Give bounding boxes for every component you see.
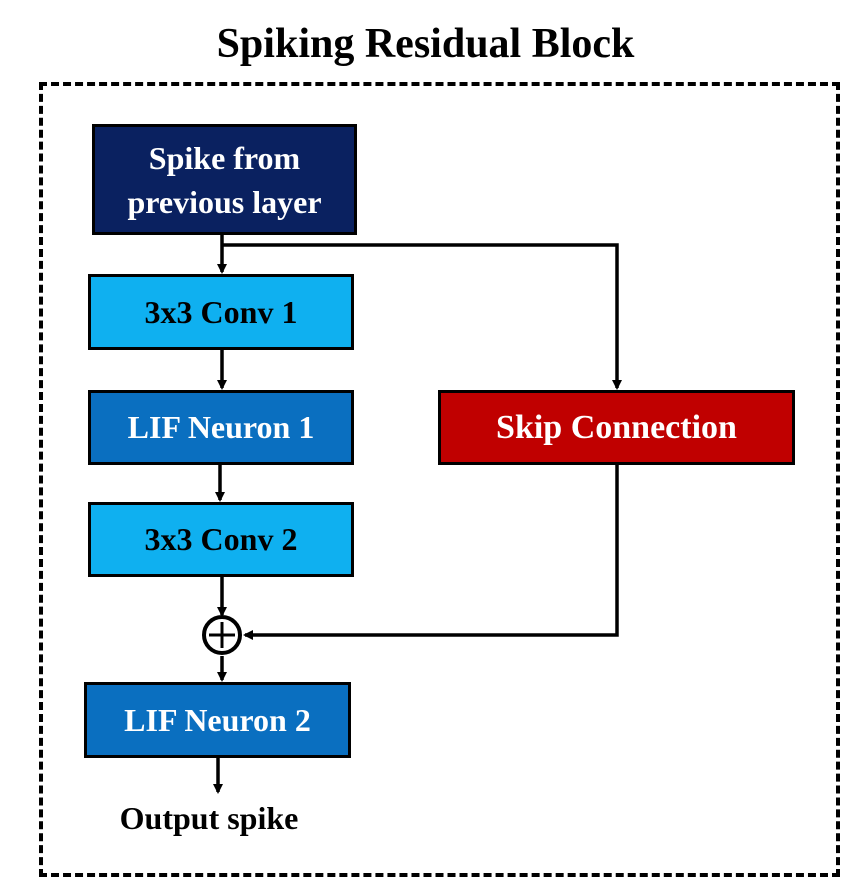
node-conv1: 3x3 Conv 1 (88, 274, 354, 350)
sum-node (202, 615, 242, 655)
edge-input-skip (222, 243, 622, 390)
node-spike-input-line2: previous layer (127, 183, 322, 220)
node-spike-input-line1: Spike from (148, 139, 301, 176)
output-label: Output spike (119, 800, 299, 836)
node-lif2: LIF Neuron 2 (84, 682, 351, 758)
node-conv1-label: 3x3 Conv 1 (144, 293, 298, 330)
block-boundary (39, 82, 840, 877)
edge-skip-sum (243, 465, 619, 640)
node-lif1-label: LIF Neuron 1 (127, 409, 315, 445)
node-conv2: 3x3 Conv 2 (88, 502, 354, 577)
node-skip-connection-label: Skip Connection (496, 408, 737, 446)
node-spike-input: Spike from previous layer (92, 124, 357, 235)
node-lif1: LIF Neuron 1 (88, 390, 354, 465)
diagram-title: Spiking Residual Block (216, 21, 635, 67)
node-conv2-label: 3x3 Conv 2 (144, 521, 298, 557)
node-skip-connection: Skip Connection (438, 390, 795, 465)
node-lif2-label: LIF Neuron 2 (124, 701, 311, 738)
